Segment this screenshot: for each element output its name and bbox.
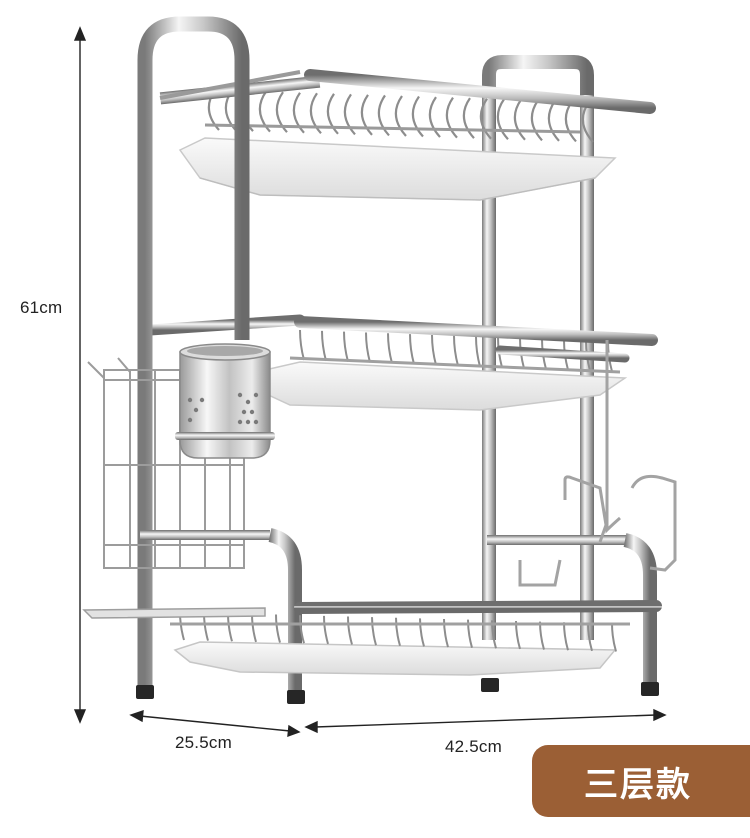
cup-drain-hole	[237, 392, 243, 398]
rack-wire	[321, 330, 327, 362]
cup-drain-hole	[253, 392, 259, 398]
rack-wire	[467, 619, 473, 648]
rack-wire	[365, 332, 371, 363]
rack-wire	[419, 618, 425, 647]
rack-wire	[387, 333, 393, 364]
rack-wire	[323, 615, 329, 645]
rack-wire	[227, 613, 233, 642]
cup-drain-hole	[187, 397, 193, 403]
rack-wire	[343, 93, 356, 136]
cup-drain-hole	[237, 419, 243, 425]
width-dimension-arrow	[304, 708, 667, 734]
rack-wire	[539, 621, 545, 650]
lower-frame	[140, 528, 657, 692]
cup-drain-hole	[187, 417, 193, 423]
depth-dimension-arrow	[129, 709, 301, 738]
rack-wire	[299, 329, 305, 361]
height-label: 61cm	[20, 298, 63, 317]
rack-wire	[564, 100, 577, 143]
rack-wire	[326, 93, 339, 135]
rack-wire	[513, 99, 526, 141]
rack-wire	[309, 92, 322, 134]
rack-wire	[343, 331, 349, 362]
rack-wire	[611, 623, 617, 652]
depth-label: 25.5cm	[175, 733, 232, 752]
rack-wire	[360, 94, 373, 136]
rack-wire	[275, 91, 288, 133]
rack-wire	[394, 95, 407, 137]
rack-wire	[258, 91, 271, 133]
rack-wire	[443, 619, 449, 648]
cup-drain-hole	[249, 409, 255, 415]
rack-wire	[563, 622, 569, 651]
rack-wire	[411, 95, 424, 138]
rack-wire	[299, 615, 305, 644]
cutting-board-holder	[518, 340, 677, 587]
rack-wire	[462, 97, 475, 139]
rack-wire	[428, 96, 441, 138]
rack-wire	[445, 96, 458, 139]
rack-wire	[453, 335, 459, 367]
rack-wire	[347, 616, 353, 645]
rack-feet	[136, 678, 659, 704]
width-label: 42.5cm	[445, 737, 502, 756]
top-tier	[159, 69, 656, 201]
rack-wire	[530, 99, 543, 142]
back-frame	[482, 55, 594, 640]
rack-wire	[377, 94, 390, 137]
rack-wire	[547, 100, 560, 142]
rack-wire	[275, 614, 281, 643]
front-handle-frame	[137, 16, 250, 690]
cup-drain-hole	[245, 399, 251, 405]
rack-wire	[292, 92, 305, 134]
rack-wire	[475, 336, 481, 367]
rack-wire	[409, 334, 415, 365]
rack-wire	[395, 617, 401, 647]
utensil-cup	[175, 343, 275, 459]
cup-drain-hole	[253, 419, 259, 425]
cup-drain-hole	[241, 409, 247, 415]
cup-drain-hole	[245, 419, 251, 425]
bottom-tier	[82, 600, 662, 676]
variant-badge: 三层款	[532, 745, 750, 817]
rack-wire	[431, 334, 437, 366]
rack-wire	[371, 617, 377, 646]
rack-wire	[479, 98, 492, 140]
cup-drain-hole	[193, 407, 199, 413]
height-dimension-arrow	[73, 26, 87, 724]
cup-drain-hole	[199, 397, 205, 403]
rack-wire	[496, 98, 509, 140]
rack-wire	[251, 613, 257, 643]
